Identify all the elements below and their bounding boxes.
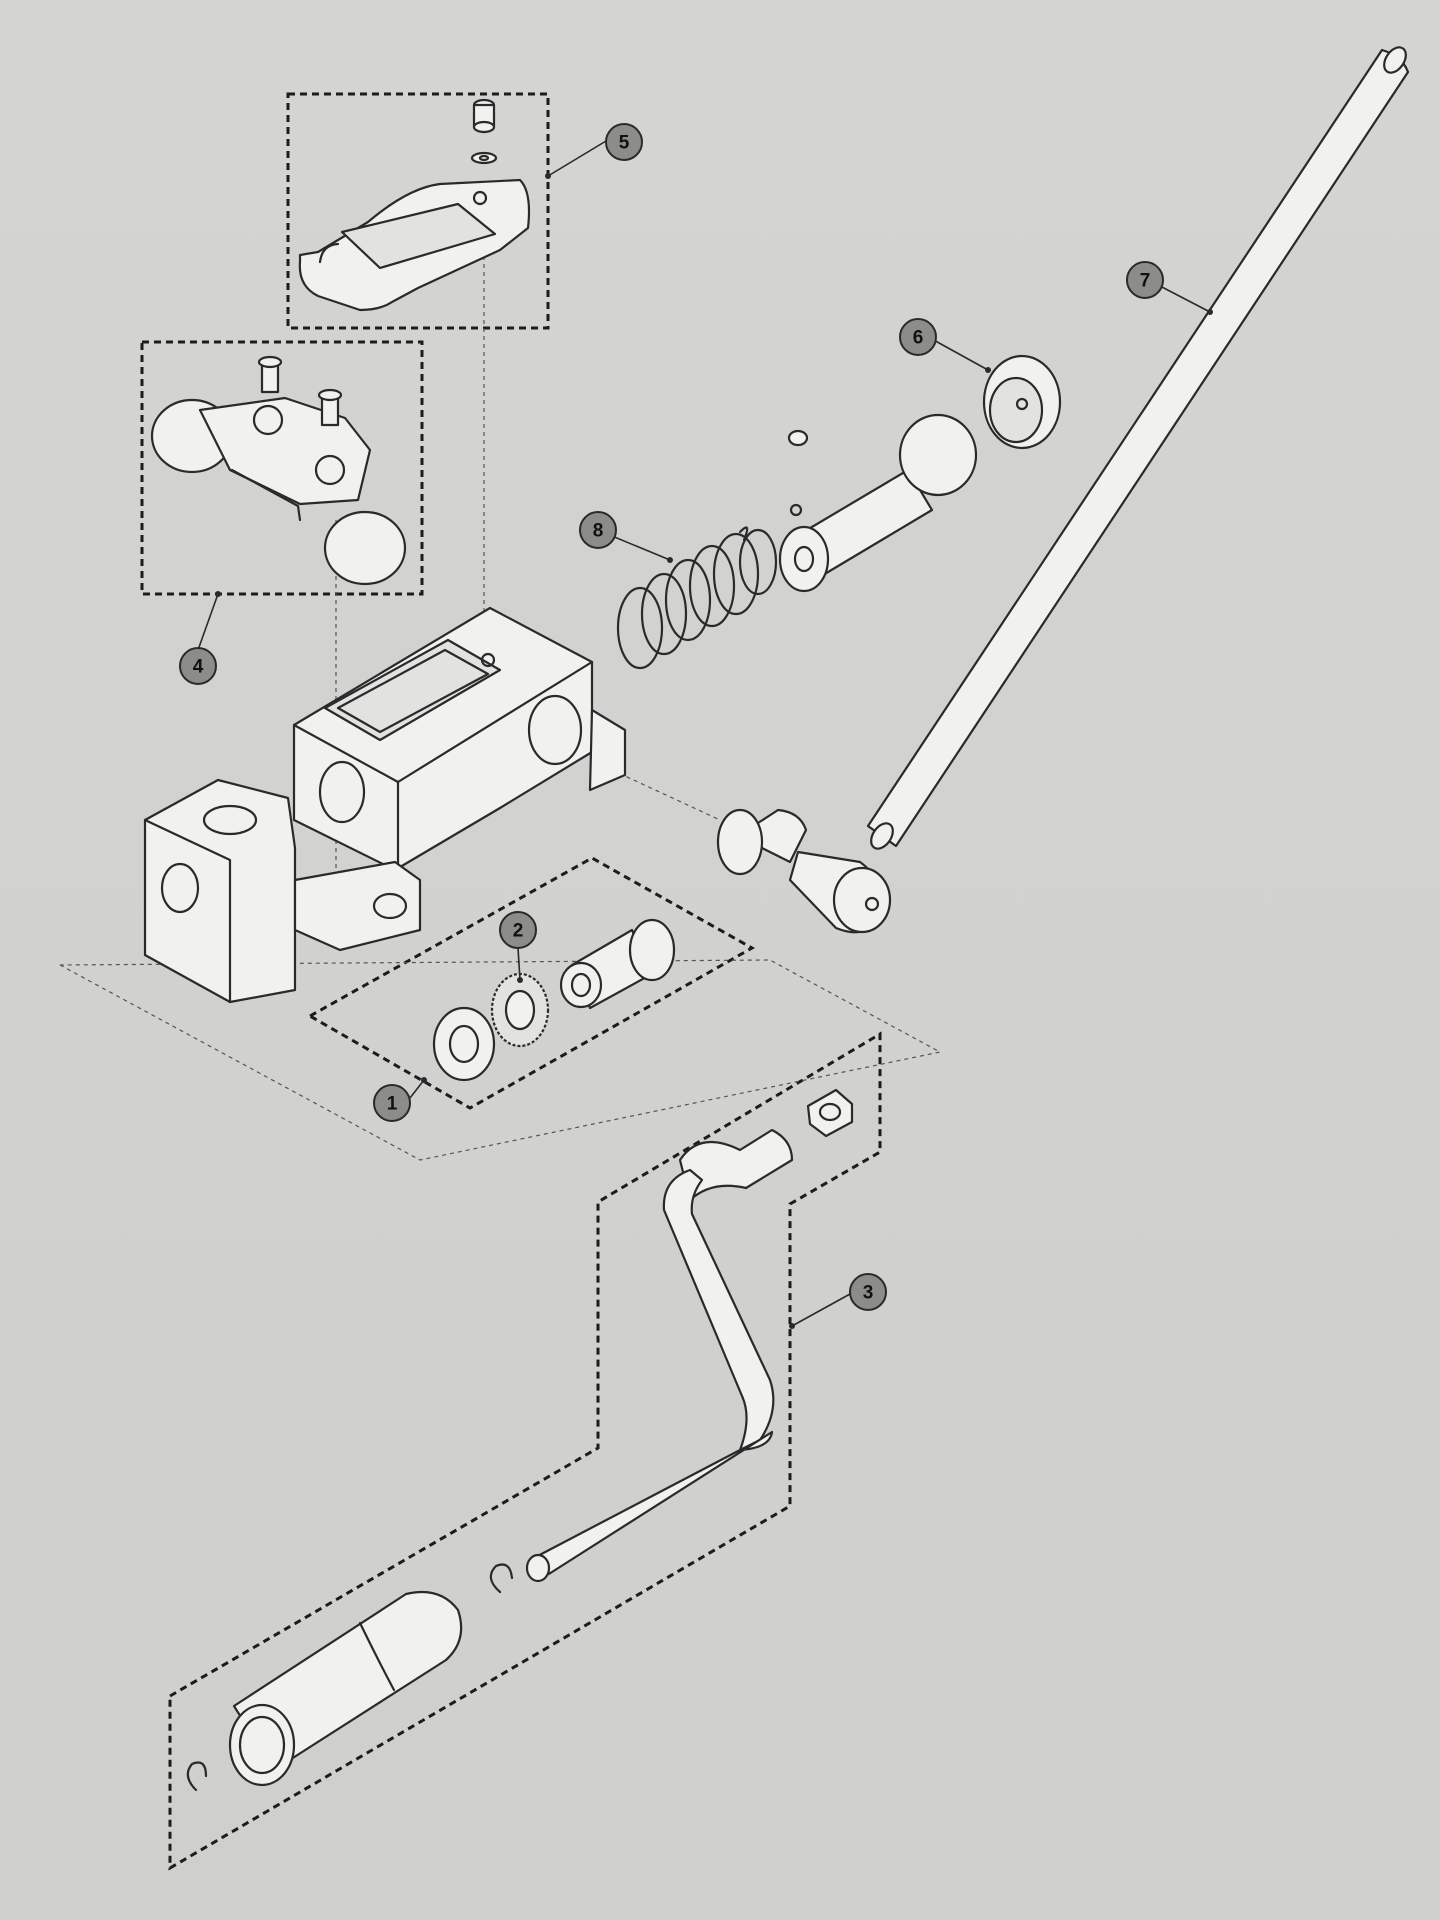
- callout-7: 7: [1126, 261, 1164, 299]
- callout-1-label: 1: [387, 1094, 398, 1115]
- plunger-pin-part: [778, 413, 978, 593]
- callout-8-label: 8: [593, 521, 604, 542]
- callout-7-label: 7: [1140, 271, 1151, 292]
- end-cap-part: [982, 354, 1062, 450]
- group-box-1-2: [306, 856, 756, 1110]
- spring-part: [616, 526, 778, 670]
- callout-2: 2: [499, 911, 537, 949]
- leader-8: [611, 535, 671, 561]
- group-box-3: [168, 1031, 882, 1871]
- leader-4: [197, 593, 219, 651]
- bushing-part: [559, 918, 676, 1010]
- callout-1: 1: [373, 1084, 411, 1122]
- callout-3: 3: [849, 1273, 887, 1311]
- tip-pin-part: [716, 808, 892, 934]
- callout-4: 4: [179, 647, 217, 685]
- leader-5: [547, 140, 607, 177]
- leader-2: [517, 947, 521, 981]
- housing-body-part: [143, 606, 627, 1004]
- clamp-bracket-part: [150, 355, 407, 586]
- guide-line-pin: [611, 769, 721, 821]
- leader-1: [409, 1079, 425, 1099]
- callout-5-label: 5: [619, 133, 630, 154]
- toothed-washer-part: [490, 972, 550, 1048]
- leader-3: [791, 1293, 851, 1327]
- flat-washer-part: [432, 1006, 496, 1082]
- crank-handle-part: [186, 1088, 854, 1792]
- callout-5: 5: [605, 123, 643, 161]
- group-box-4: [140, 340, 424, 596]
- base-outline-guide: [59, 959, 942, 1161]
- leader-7: [1159, 285, 1211, 313]
- cover-plate-part: [298, 178, 531, 312]
- leader-6: [929, 337, 989, 371]
- rod-part: [866, 46, 1410, 850]
- callout-4-label: 4: [193, 657, 204, 678]
- callout-6: 6: [899, 318, 937, 356]
- callout-2-label: 2: [513, 921, 524, 942]
- callout-8: 8: [579, 511, 617, 549]
- cover-screw-part: [470, 98, 498, 165]
- callout-3-label: 3: [863, 1283, 874, 1304]
- callout-6-label: 6: [913, 328, 924, 349]
- group-box-5: [286, 92, 550, 330]
